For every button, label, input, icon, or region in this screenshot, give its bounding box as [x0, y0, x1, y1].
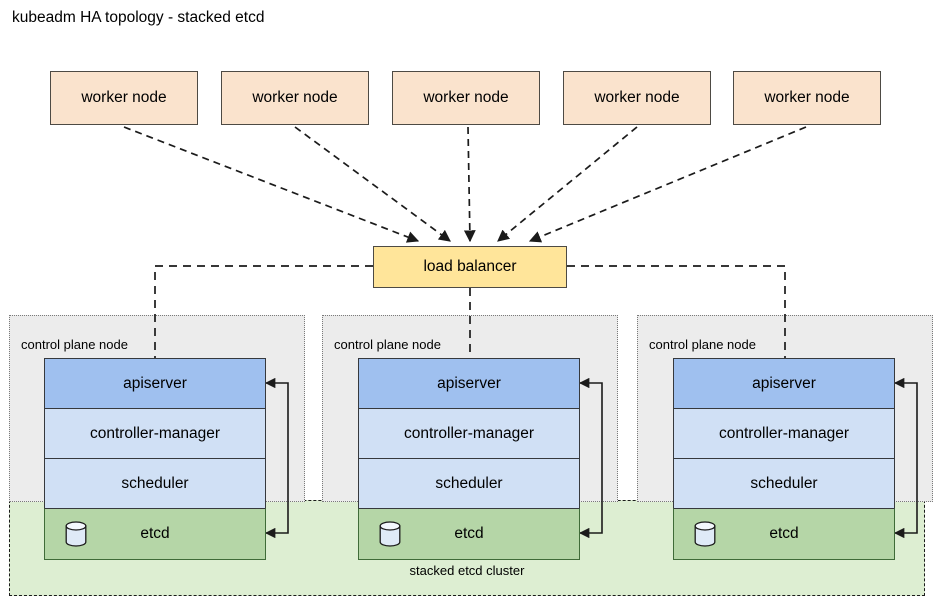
- component-apiserver[interactable]: apiserver: [673, 358, 895, 408]
- worker-node-label: worker node: [252, 89, 338, 107]
- component-controller-manager[interactable]: controller-manager: [358, 408, 580, 458]
- component-label: etcd: [769, 525, 799, 542]
- component-apiserver[interactable]: apiserver: [44, 358, 266, 408]
- component-label: controller-manager: [89, 424, 221, 442]
- control-plane-node-label: control plane node: [334, 337, 441, 352]
- component-label: etcd: [454, 525, 484, 542]
- control-plane-components-3: apiserver controller-manager scheduler e…: [673, 358, 895, 560]
- control-plane-node-label: control plane node: [21, 337, 128, 352]
- control-plane-node-label: control plane node: [649, 337, 756, 352]
- worker-node-label: worker node: [764, 89, 850, 107]
- worker-node-label: worker node: [81, 89, 167, 107]
- component-label: scheduler: [435, 474, 503, 492]
- component-etcd[interactable]: etcd: [44, 508, 266, 560]
- component-scheduler[interactable]: scheduler: [673, 458, 895, 508]
- component-label: controller-manager: [718, 424, 850, 442]
- worker-node-1[interactable]: worker node: [50, 71, 198, 125]
- worker-node-label: worker node: [423, 89, 509, 107]
- edge-worker4-to-lb: [497, 126, 638, 242]
- load-balancer-node[interactable]: load balancer: [373, 246, 567, 288]
- component-label: etcd: [140, 525, 170, 542]
- database-cylinder-icon: [694, 521, 716, 547]
- edge-worker2-to-lb: [294, 126, 451, 242]
- page-title: kubeadm HA topology - stacked etcd: [12, 9, 265, 26]
- component-label: scheduler: [121, 474, 189, 492]
- load-balancer-label: load balancer: [423, 258, 517, 276]
- component-scheduler[interactable]: scheduler: [44, 458, 266, 508]
- control-plane-components-1: apiserver controller-manager scheduler e…: [44, 358, 266, 560]
- component-label: apiserver: [123, 374, 187, 392]
- component-etcd[interactable]: etcd: [673, 508, 895, 560]
- worker-node-3[interactable]: worker node: [392, 71, 540, 125]
- component-label: controller-manager: [403, 424, 535, 442]
- edge-worker3-to-lb: [463, 126, 476, 243]
- database-cylinder-icon: [379, 521, 401, 547]
- stacked-etcd-cluster-label: stacked etcd cluster: [409, 563, 525, 578]
- database-cylinder-icon: [65, 521, 87, 547]
- worker-node-2[interactable]: worker node: [221, 71, 369, 125]
- control-plane-components-2: apiserver controller-manager scheduler e…: [358, 358, 580, 560]
- component-label: apiserver: [437, 374, 501, 392]
- edge-worker5-to-lb: [528, 126, 807, 243]
- component-controller-manager[interactable]: controller-manager: [673, 408, 895, 458]
- edge-worker1-to-lb: [123, 126, 420, 243]
- component-label: apiserver: [752, 374, 816, 392]
- worker-node-5[interactable]: worker node: [733, 71, 881, 125]
- component-etcd[interactable]: etcd: [358, 508, 580, 560]
- worker-node-label: worker node: [594, 89, 680, 107]
- component-apiserver[interactable]: apiserver: [358, 358, 580, 408]
- worker-node-4[interactable]: worker node: [563, 71, 711, 125]
- component-scheduler[interactable]: scheduler: [358, 458, 580, 508]
- component-label: scheduler: [750, 474, 818, 492]
- component-controller-manager[interactable]: controller-manager: [44, 408, 266, 458]
